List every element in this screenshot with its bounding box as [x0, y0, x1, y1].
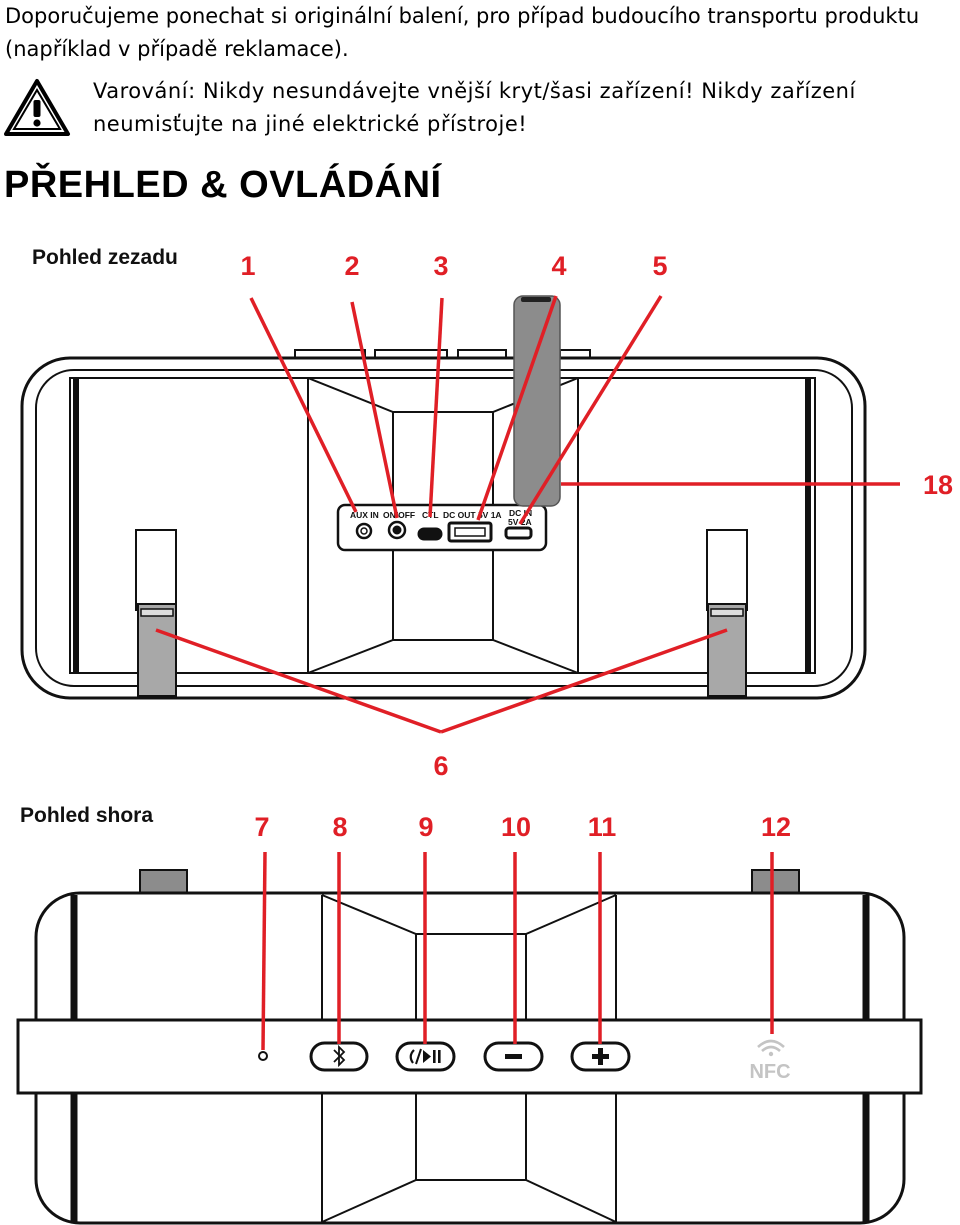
callout-9: 9 [418, 812, 433, 842]
call-play-pause-icon [409, 1048, 441, 1065]
top-view-drawing [16, 869, 923, 1225]
rear-view-label: Pohled zezadu [32, 246, 178, 269]
intro-paragraph: Doporučujeme ponechat si originální bale… [5, 4, 920, 61]
top-callout-lines [261, 851, 774, 1051]
nfc-icon [757, 1039, 785, 1057]
callout-4: 4 [551, 251, 566, 281]
port-label-dcout: DC OUT 5V 1A [443, 510, 502, 520]
port-label-onoff: ON/OFF [383, 510, 415, 520]
callout-7: 7 [254, 812, 269, 842]
rear-view-drawing [20, 349, 867, 700]
top-view-label: Pohled shora [20, 804, 153, 827]
section-title: PŘEHLED & OVLÁDÁNÍ [4, 164, 442, 206]
volume-down-button[interactable] [483, 1041, 544, 1072]
callout-3: 3 [433, 251, 448, 281]
minus-icon [505, 1054, 522, 1059]
callout-5: 5 [652, 251, 667, 281]
bluetooth-icon [333, 1044, 346, 1068]
volume-up-button[interactable] [570, 1041, 631, 1072]
rear-callout-lines [155, 295, 900, 734]
call-play-pause-button[interactable] [395, 1041, 456, 1072]
callout-18: 18 [923, 470, 953, 500]
callout-2: 2 [344, 251, 359, 281]
callout-11: 11 [588, 812, 617, 842]
port-label-aux: AUX IN [350, 510, 379, 520]
antenna [513, 295, 561, 507]
callout-1: 1 [240, 251, 255, 281]
warning-text: Varování: Nikdy nesundávejte vnější kryt… [93, 79, 856, 136]
callout-12: 12 [761, 812, 791, 842]
callout-10: 10 [501, 812, 531, 842]
led-indicator [258, 1051, 268, 1061]
callout-8: 8 [332, 812, 347, 842]
bluetooth-button[interactable] [309, 1041, 369, 1072]
plus-icon [592, 1048, 609, 1065]
callout-6: 6 [433, 751, 448, 781]
warning-icon [4, 79, 70, 136]
nfc-label: NFC [749, 1061, 790, 1083]
port-label-dcin: DC IN [509, 508, 532, 518]
